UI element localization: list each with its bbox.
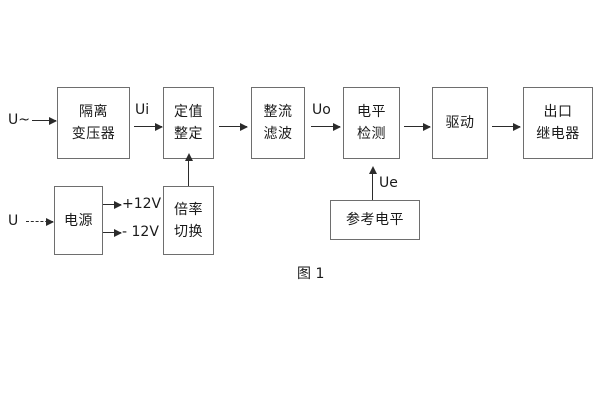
block-drive: 驱动 (432, 87, 488, 159)
arrow-drive-to-output-relay (492, 122, 521, 131)
block-power-supply-line-1: 电源 (64, 212, 93, 229)
ac-input-label: U~ (8, 112, 30, 128)
block-level-detect-line-2: 检测 (357, 126, 386, 142)
arrow-isolation-transformer-to-setting-value (134, 122, 163, 131)
arrow-rail-positive (103, 200, 122, 209)
rail-positive-label: +12V (122, 196, 162, 212)
block-power-supply: 电源 (54, 186, 103, 255)
block-level-detect: 电平 检测 (343, 87, 400, 159)
block-multiplier-switch-line-2: 切换 (174, 223, 203, 240)
block-drive-line-1: 驱动 (445, 115, 475, 131)
block-output-relay: 出口 继电器 (523, 87, 593, 159)
block-rectify-filter-line-2: 滤波 (263, 126, 293, 142)
block-output-relay-line-1: 出口 (543, 104, 573, 120)
block-level-detect-line-1: 电平 (357, 104, 386, 120)
block-isolation-transformer: 隔离 变压器 (57, 87, 130, 159)
block-multiplier-switch-line-1: 倍率 (174, 201, 203, 218)
rail-negative-label: - 12V (122, 224, 159, 240)
arrow-reference-level-to-level-detect (368, 166, 377, 200)
block-output-relay-line-2: 继电器 (536, 126, 580, 142)
block-isolation-transformer-line-1: 隔离 (79, 104, 108, 120)
block-setting-value: 定值 整定 (163, 87, 214, 159)
arrow-setting-value-to-rectify-filter (219, 122, 248, 131)
block-reference-level-line-1: 参考电平 (346, 212, 404, 228)
arrow-ac-input-to-isolation-transformer (32, 116, 57, 125)
arrow-multiplier-switch-to-setting-value (184, 153, 193, 186)
arrow-rectify-filter-to-level-detect (311, 122, 341, 131)
block-rectify-filter-line-1: 整流 (263, 104, 293, 120)
block-rectify-filter: 整流 滤波 (251, 87, 305, 159)
figure-caption: 图 1 (297, 266, 325, 282)
arrow-dc-input-to-power-supply (26, 217, 54, 226)
block-multiplier-switch: 倍率 切换 (163, 186, 214, 255)
arrow-level-detect-to-drive (404, 122, 431, 131)
block-setting-value-line-2: 整定 (174, 126, 203, 142)
signal-uo-label: Uo (312, 102, 331, 118)
block-reference-level: 参考电平 (330, 200, 420, 240)
dc-input-label: U (8, 213, 19, 229)
block-isolation-transformer-line-2: 变压器 (71, 126, 116, 142)
arrow-rail-negative (103, 228, 122, 237)
signal-ue-label: Ue (379, 175, 398, 191)
block-setting-value-line-1: 定值 (174, 104, 203, 120)
signal-ui-label: Ui (135, 102, 150, 118)
